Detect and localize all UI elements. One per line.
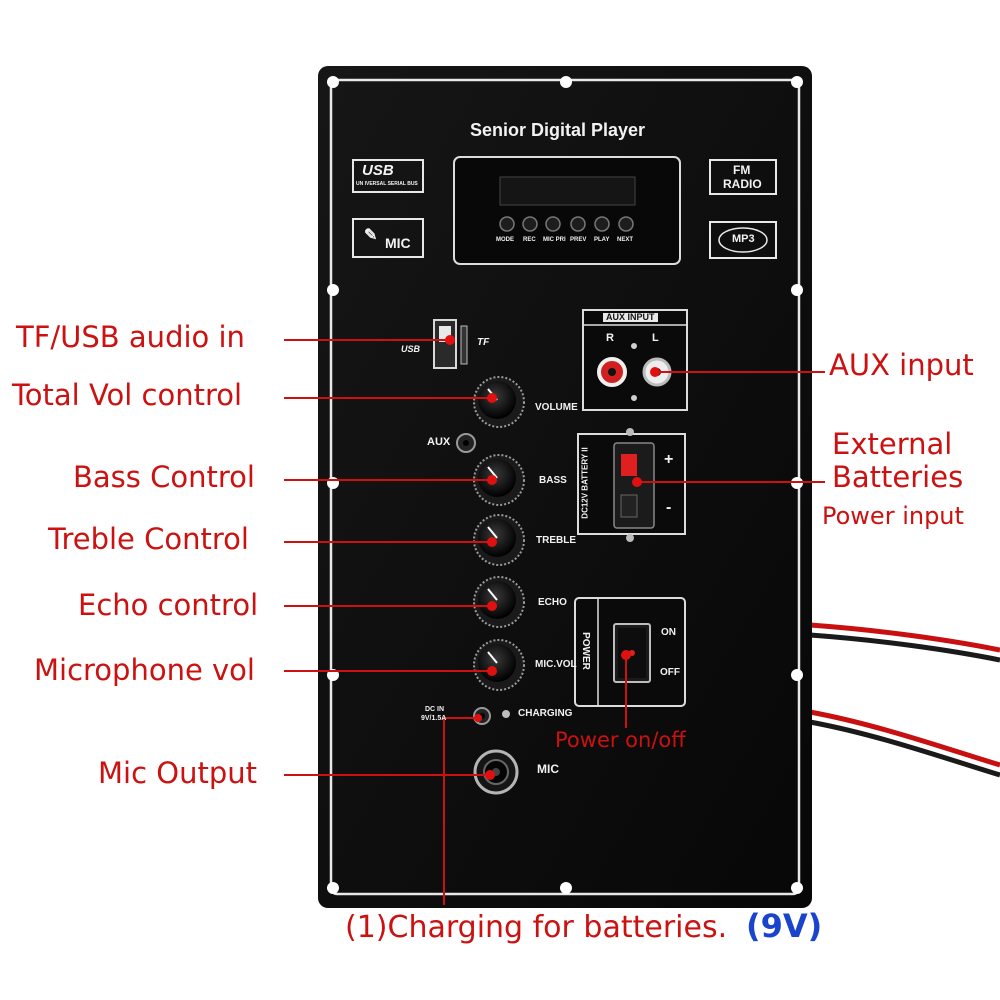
aux-r-label: R (606, 332, 614, 344)
panel-plate (318, 66, 812, 908)
mic-vol-knob[interactable] (473, 639, 525, 691)
power-wires (809, 622, 1000, 778)
knob-label-volume: VOLUME (535, 402, 578, 413)
charging-label: CHARGING (518, 708, 573, 719)
panel-title: Senior Digital Player (470, 120, 646, 140)
aux-input-title: AUX INPUT (603, 313, 658, 322)
mic-jack-label: MIC (537, 762, 559, 776)
echo-knob[interactable] (473, 576, 525, 628)
button-label-mic-pri: MIC PRI (543, 237, 566, 243)
battery-plus-label: + (664, 451, 674, 468)
aux-jack-label: AUX (427, 436, 451, 448)
mic-badge-frame (352, 218, 424, 258)
callout-mic-output: Mic Output (98, 756, 257, 790)
volume-knob[interactable] (473, 376, 525, 428)
battery-black-clip[interactable] (620, 494, 638, 518)
aux-l-label: L (652, 332, 659, 344)
display-module (453, 156, 681, 265)
dc-in-label-line2: 9V/1.5A (421, 715, 447, 722)
button-label-play: PLAY (594, 237, 610, 243)
mic-badge-text: MIC (385, 235, 411, 251)
treble-knob[interactable] (473, 514, 525, 566)
callout-echo: Echo control (78, 588, 259, 622)
aux-input-block (582, 309, 688, 411)
callout-lines (284, 339, 825, 905)
battery-label: DC12V BATTERY II (580, 447, 590, 519)
mp3-badge-frame (709, 221, 777, 259)
callout-external-line1: External (832, 427, 953, 461)
battery-red-clip[interactable] (621, 454, 637, 476)
usb-badge-subtext: UN IVERSAL SERIAL BUS (356, 181, 418, 187)
lcd-screen (499, 176, 636, 206)
battery-minus-label: - (666, 499, 672, 516)
callout-aux-input: AUX input (829, 348, 974, 382)
charging-led (502, 710, 510, 718)
callout-power-onoff: Power on/off (555, 728, 686, 752)
tf-slot-label: TF (477, 337, 490, 348)
knob-label-treble: TREBLE (536, 535, 576, 546)
button-label-next: NEXT (617, 237, 634, 243)
power-off-label: OFF (660, 667, 680, 678)
dc-in-label-line1: DC IN (425, 706, 445, 713)
callout-charging-voltage: (9V) (746, 907, 823, 945)
mic-badge-icon: ✎ (364, 227, 378, 244)
callout-total-vol: Total Vol control (12, 378, 243, 412)
knob-label-bass: BASS (539, 475, 567, 486)
knob-label-echo: ECHO (538, 597, 567, 608)
callout-external-line2: Batteries (832, 460, 964, 494)
usb-badge-text: USB (362, 162, 394, 179)
callout-treble: Treble Control (48, 522, 249, 556)
callout-charging-note: (1)Charging for batteries. (345, 910, 728, 945)
mp3-badge-text: MP3 (732, 233, 755, 245)
bass-knob[interactable] (473, 454, 525, 506)
power-on-label: ON (661, 627, 676, 638)
fm-badge-line1: FM (733, 163, 751, 177)
fm-badge-line2: RADIO (723, 177, 762, 191)
usb-badge-frame (352, 159, 424, 193)
mp3-globe-icon (718, 227, 768, 253)
tf-slot[interactable] (460, 325, 468, 365)
callout-tf-usb: TF/USB audio in (16, 320, 245, 354)
fm-badge-frame (709, 159, 777, 195)
callout-mic-vol: Microphone vol (34, 653, 255, 687)
callout-bass: Bass Control (73, 460, 255, 494)
screw-holes (327, 76, 803, 894)
button-label-rec: REC (523, 237, 536, 243)
usb-slot-label: USB (401, 344, 421, 354)
knob-label-mic-vol: MIC.VOL (535, 659, 577, 670)
media-buttons (499, 216, 634, 232)
button-label-mode: MODE (496, 237, 514, 243)
power-block-label: POWER (579, 632, 591, 670)
knobs (473, 376, 525, 691)
callout-external-line3: Power input (822, 502, 964, 530)
callout-dots (445, 335, 660, 780)
button-label-prev: PREV (570, 237, 587, 243)
